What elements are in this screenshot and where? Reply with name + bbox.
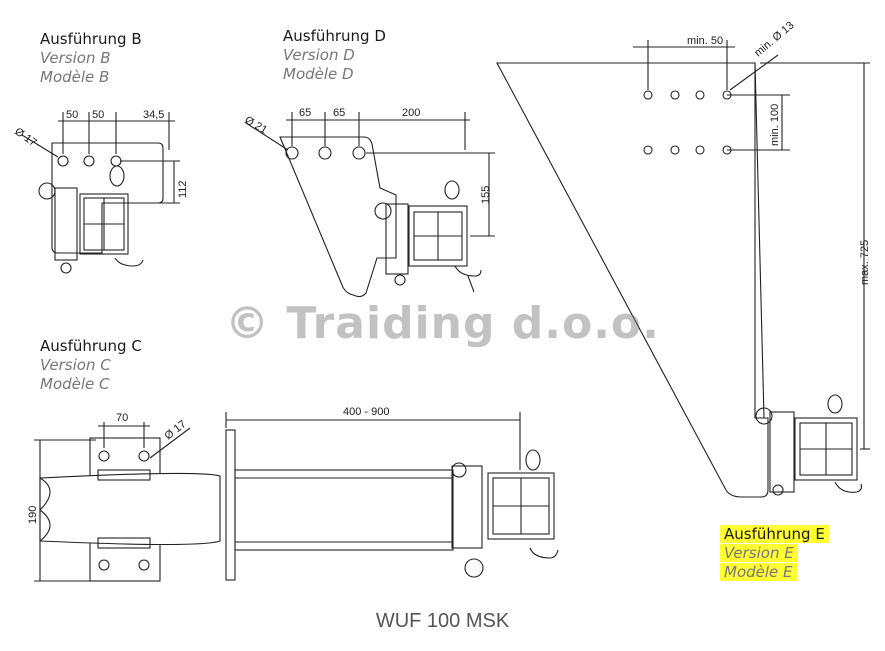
variant-d-title: Ausführung D [283,27,386,45]
d-dim-diameter: Ø 21 [243,114,270,136]
c-dim-width: 70 [116,412,128,424]
variant-d-title-block: Ausführung D Version D Modèle D [283,27,386,84]
e-dim-diameter: min. Ø 13 [752,19,796,59]
variant-c-title: Ausführung C [40,337,142,355]
d-dim-height: 155 [480,186,492,204]
watermark: © Traiding d.o.o. [225,298,660,349]
variant-d-drawing [245,112,495,298]
variant-d-version: Version D [283,46,355,64]
variant-b-drawing [21,112,180,274]
variant-b-title: Ausführung B [40,30,142,48]
e-dim-max-height: max. 725 [859,240,871,285]
b-dim-3: 34,5 [143,109,164,121]
variant-c-modele: Modèle C [40,375,110,393]
d-dim-3: 200 [402,107,420,119]
variant-c-title-block: Ausführung C Version C Modèle C [40,337,142,394]
variant-e-title-block: Ausführung E Version E Modèle E [720,525,829,582]
variant-e-modele: Modèle E [720,563,797,581]
variant-c-version: Version C [40,356,111,374]
e-dim-min-row: min. 100 [769,104,781,146]
d-dim-1: 65 [299,107,311,119]
b-dim-height: 112 [177,180,189,198]
variant-c-drawing [34,412,559,582]
e-dim-min-spacing: min. 50 [687,35,723,47]
variant-e-version: Version E [720,544,798,562]
c-dim-length: 400 - 900 [343,406,389,418]
variant-e-drawing [496,40,870,498]
b-dim-diameter: Ø 17 [12,126,38,150]
variant-d-modele: Modèle D [283,65,354,83]
variant-b-title-block: Ausführung B Version B Modèle B [40,30,142,87]
b-dim-1: 50 [66,109,78,121]
d-dim-2: 65 [333,107,345,119]
variant-b-version: Version B [40,49,111,67]
variant-e-title: Ausführung E [720,525,829,543]
product-caption: WUF 100 MSK [375,610,510,632]
b-dim-2: 50 [92,109,104,121]
variant-b-modele: Modèle B [40,68,110,86]
c-dim-height: 190 [27,506,39,524]
